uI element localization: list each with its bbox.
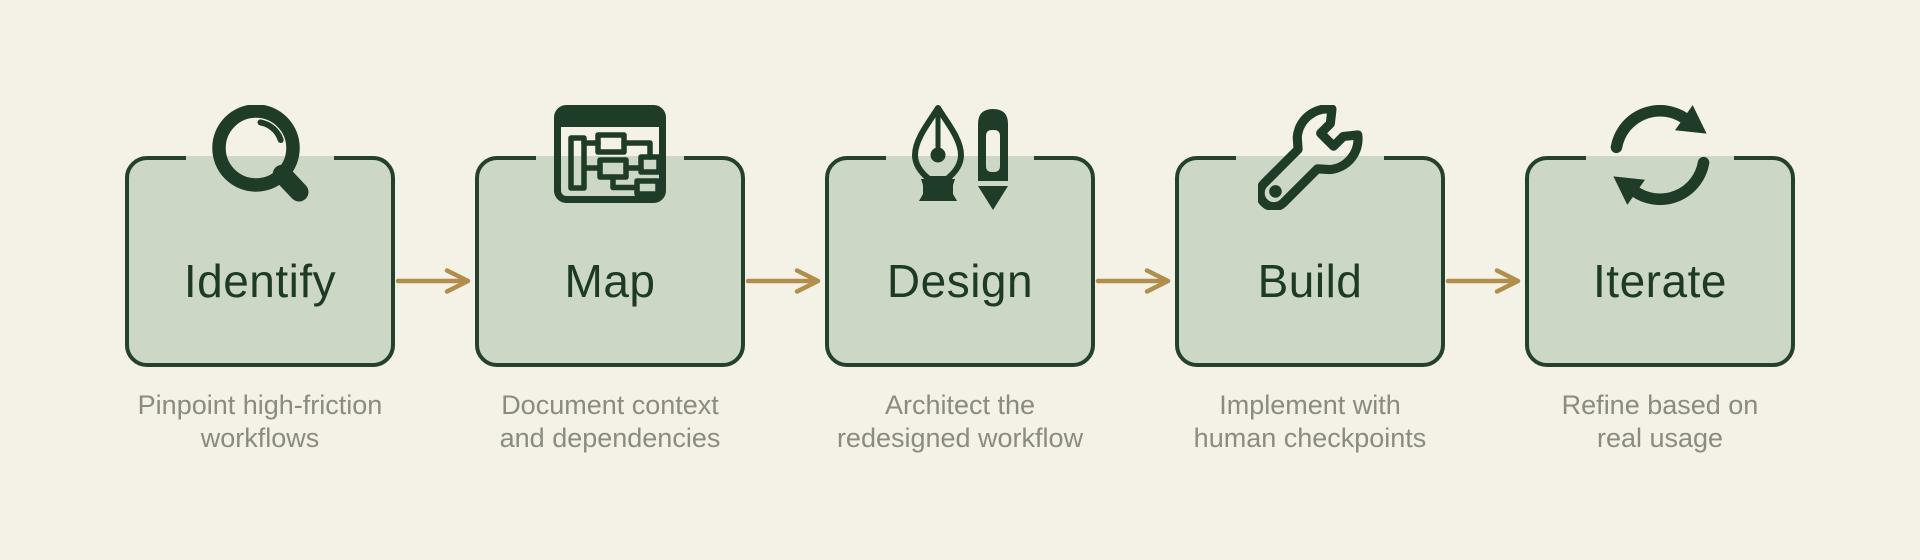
step-box: Identify [125,156,395,367]
step-title: Design [886,254,1034,307]
step-box: Map [475,156,745,367]
step-box: Build [1175,156,1445,367]
step-box: Design [825,156,1095,367]
flow-row: Identify Pinpoint high-friction workflow… [0,105,1920,455]
step-design: Design Architect the redesigned workflow [825,105,1095,455]
border-notch [1236,156,1384,161]
step-caption: Pinpoint high-friction workflows [137,390,383,453]
step-box: Iterate [1525,156,1795,367]
step-caption: Architect the redesigned workflow [836,390,1084,453]
border-notch [886,156,1034,161]
step-caption: Document context and dependencies [499,390,721,453]
step-caption: Refine based on real usage [1561,390,1759,453]
step-title: Identify [183,254,337,307]
border-notch [536,156,684,161]
step-map: Map Document context and dependencies [475,105,745,455]
flow-arrow [395,156,475,294]
border-notch [186,156,334,161]
border-notch [1586,156,1734,161]
step-identify: Identify Pinpoint high-friction workflow… [125,105,395,455]
step-build: Build Implement with human checkpoints [1175,105,1445,455]
step-iterate: Iterate Refine based on real usage [1525,105,1795,455]
step-title: Map [564,254,656,307]
step-caption: Implement with human checkpoints [1193,390,1427,453]
step-title: Build [1257,254,1363,307]
flow-arrow [1445,156,1525,294]
flow-arrow [1095,156,1175,294]
flow-arrow [745,156,825,294]
step-title: Iterate [1593,254,1727,307]
